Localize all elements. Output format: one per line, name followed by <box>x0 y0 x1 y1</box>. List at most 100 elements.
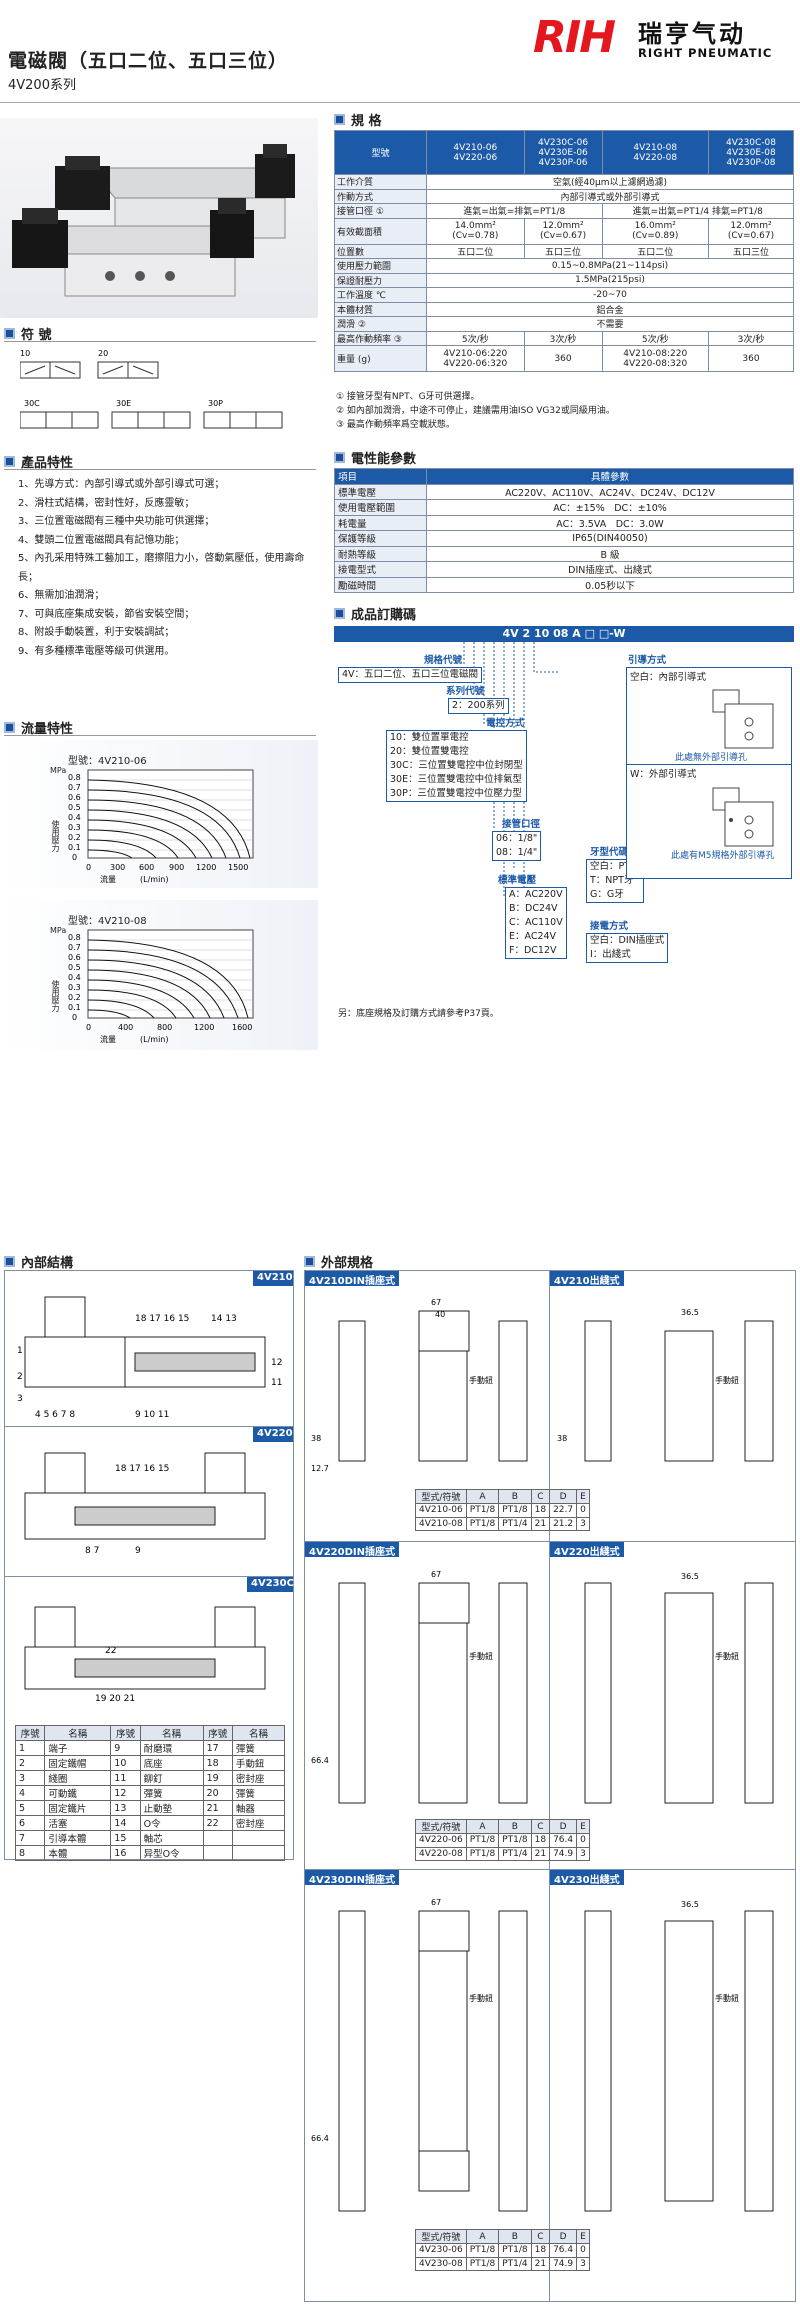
dim-head: 型式/符號 <box>415 1819 467 1834</box>
dim-cell: 3 <box>576 1516 590 1531</box>
feature-item: 7、可與底座集成安裝，節省安裝空間； <box>18 608 195 620</box>
spec-note: ② 如內部加潤滑，中途不可停止，建議需用油ISO VG32或同級用油。 <box>336 406 615 416</box>
specs-table: 型號 4V210-06 4V220-06 4V230C-06 4V230E-06… <box>334 130 795 372</box>
parts-cell: 固定鐵帽 <box>44 1755 112 1771</box>
parts-cell: 1 <box>14 1740 46 1756</box>
spec-value: 內部引導式或外部引導式 <box>426 188 794 204</box>
order-item: 20：雙位置雙電控 <box>390 746 469 757</box>
parts-head: 名稱 <box>231 1725 286 1741</box>
order-item: C：AC110V <box>509 917 563 928</box>
spec-value: 3次/秒 <box>707 330 795 346</box>
parts-cell: 固定鐵片 <box>44 1800 112 1816</box>
order-item: T：NPT牙 <box>590 875 634 886</box>
symbol-10-label: 10 <box>20 349 30 358</box>
svg-text:38: 38 <box>311 1434 321 1443</box>
order-code-bar: 4V 2 10 08 A □ □-W <box>334 626 794 642</box>
internal-heading: 內部結構 <box>4 1252 73 1271</box>
svg-text:手動鈕: 手動鈕 <box>715 1651 739 1661</box>
svg-text:0.5: 0.5 <box>68 963 81 972</box>
parts-cell: 17 <box>202 1740 233 1756</box>
section-marker-icon <box>334 452 345 463</box>
svg-text:2: 2 <box>17 1372 23 1382</box>
svg-text:1600: 1600 <box>232 1023 252 1032</box>
dim-cell: 18 <box>530 1503 551 1518</box>
spec-value: 360 <box>523 345 603 372</box>
parts-cell: 底座 <box>139 1755 204 1771</box>
order-item: B：DC24V <box>509 903 558 914</box>
parts-head: 序號 <box>202 1725 233 1741</box>
flow-chart-yunit: MPa <box>50 766 67 775</box>
order-item: 10：雙位置單電控 <box>390 732 469 743</box>
dim-cell: PT1/4 <box>498 2256 532 2271</box>
electric-label: 勵磁時間 <box>334 576 427 593</box>
dim-cell: PT1/8 <box>465 2256 500 2271</box>
spec-value: 360 <box>707 345 795 372</box>
svg-text:12: 12 <box>271 1358 282 1368</box>
svg-text:手動鈕: 手動鈕 <box>469 1651 493 1661</box>
parts-cell: 14 <box>110 1815 141 1831</box>
spec-value: 五口三位 <box>523 243 603 259</box>
dim-cell: 0 <box>576 1833 590 1848</box>
order-voltage-box: A：AC220V B：DC24V C：AC110V E：AC24V F：DC12… <box>505 887 567 959</box>
dim-head: D <box>549 1489 578 1504</box>
divider <box>5 1426 293 1427</box>
electric-value: AC：3.5VA DC：3.0W <box>426 514 794 531</box>
electric-label: 保護等級 <box>334 530 427 547</box>
svg-text:1200: 1200 <box>196 863 216 872</box>
external-panel-label: 4V230出綫式 <box>550 1870 624 1886</box>
dim-head: A <box>465 2229 500 2244</box>
spec-head: 4V230C-06 4V230E-06 4V230P-06 <box>523 130 603 175</box>
spec-head: 4V230C-08 4V230E-08 4V230P-08 <box>707 130 795 175</box>
order-spec: 規格代號 <box>420 652 466 666</box>
svg-text:(L/min): (L/min) <box>140 875 168 884</box>
symbols-heading: 符 號 <box>4 324 52 343</box>
svg-text:1200: 1200 <box>194 1023 214 1032</box>
parts-cell: 活塞 <box>44 1815 112 1831</box>
valve-back <box>55 144 295 239</box>
dim-head: A <box>465 1819 500 1834</box>
svg-text:0.2: 0.2 <box>68 833 81 842</box>
svg-text:66.4: 66.4 <box>311 1756 329 1765</box>
parts-cell: 22 <box>202 1815 233 1831</box>
svg-text:流量: 流量 <box>100 874 116 884</box>
external-panel-label: 4V230DIN插座式 <box>305 1870 399 1886</box>
parts-cell: 19 <box>202 1770 233 1786</box>
spec-head: 4V210-08 4V220-08 <box>601 130 709 175</box>
parts-head: 序號 <box>110 1725 141 1741</box>
parts-cell: 綫圈 <box>44 1770 112 1786</box>
symbol-30e-label: 30E <box>116 399 131 408</box>
order-port-box: 06：1/8" 08：1/4" <box>492 831 542 861</box>
spec-label: 最高作動頻率 ③ <box>334 330 427 346</box>
svg-text:67: 67 <box>431 1570 441 1579</box>
spec-label: 重量 (g) <box>334 345 427 372</box>
spec-value: 12.0mm² (Cv=0.67) <box>523 217 603 245</box>
parts-cell: 本體 <box>44 1845 112 1861</box>
series-subtitle: 4V200系列 <box>8 78 76 93</box>
parts-cell: 端子 <box>44 1740 112 1756</box>
spec-value: 4V210-06:220 4V220-06:320 <box>426 345 525 372</box>
brand-logo-cn: 瑞亨气动 <box>638 20 746 48</box>
parts-cell: 彈簧 <box>231 1785 286 1801</box>
dim-cell: PT1/8 <box>465 1516 500 1531</box>
parts-cell: 3 <box>14 1770 46 1786</box>
feature-item: 2、滑柱式結構，密封性好，反應靈敏； <box>18 497 195 509</box>
flow-chart-ylabel: 使用壓力 <box>51 980 60 1012</box>
svg-text:9 10 11: 9 10 11 <box>135 1410 169 1420</box>
spec-label: 位置數 <box>334 243 427 259</box>
dim-cell: PT1/8 <box>498 2243 532 2258</box>
parts-cell: 彈簧 <box>231 1740 286 1756</box>
feature-item: 5、內孔采用特殊工藝加工，磨擦阻力小，啓動氣壓低，使用壽命長； <box>18 553 305 583</box>
flow-chart-model: 型號：4V210-08 <box>68 916 147 927</box>
dim-cell: 76.4 <box>549 1833 578 1848</box>
flow-chart-yunit: MPa <box>50 926 67 935</box>
dim-cell: 4V220-08 <box>415 1846 467 1861</box>
product-photo <box>0 118 318 318</box>
dim-cell: 74.9 <box>549 1846 578 1861</box>
